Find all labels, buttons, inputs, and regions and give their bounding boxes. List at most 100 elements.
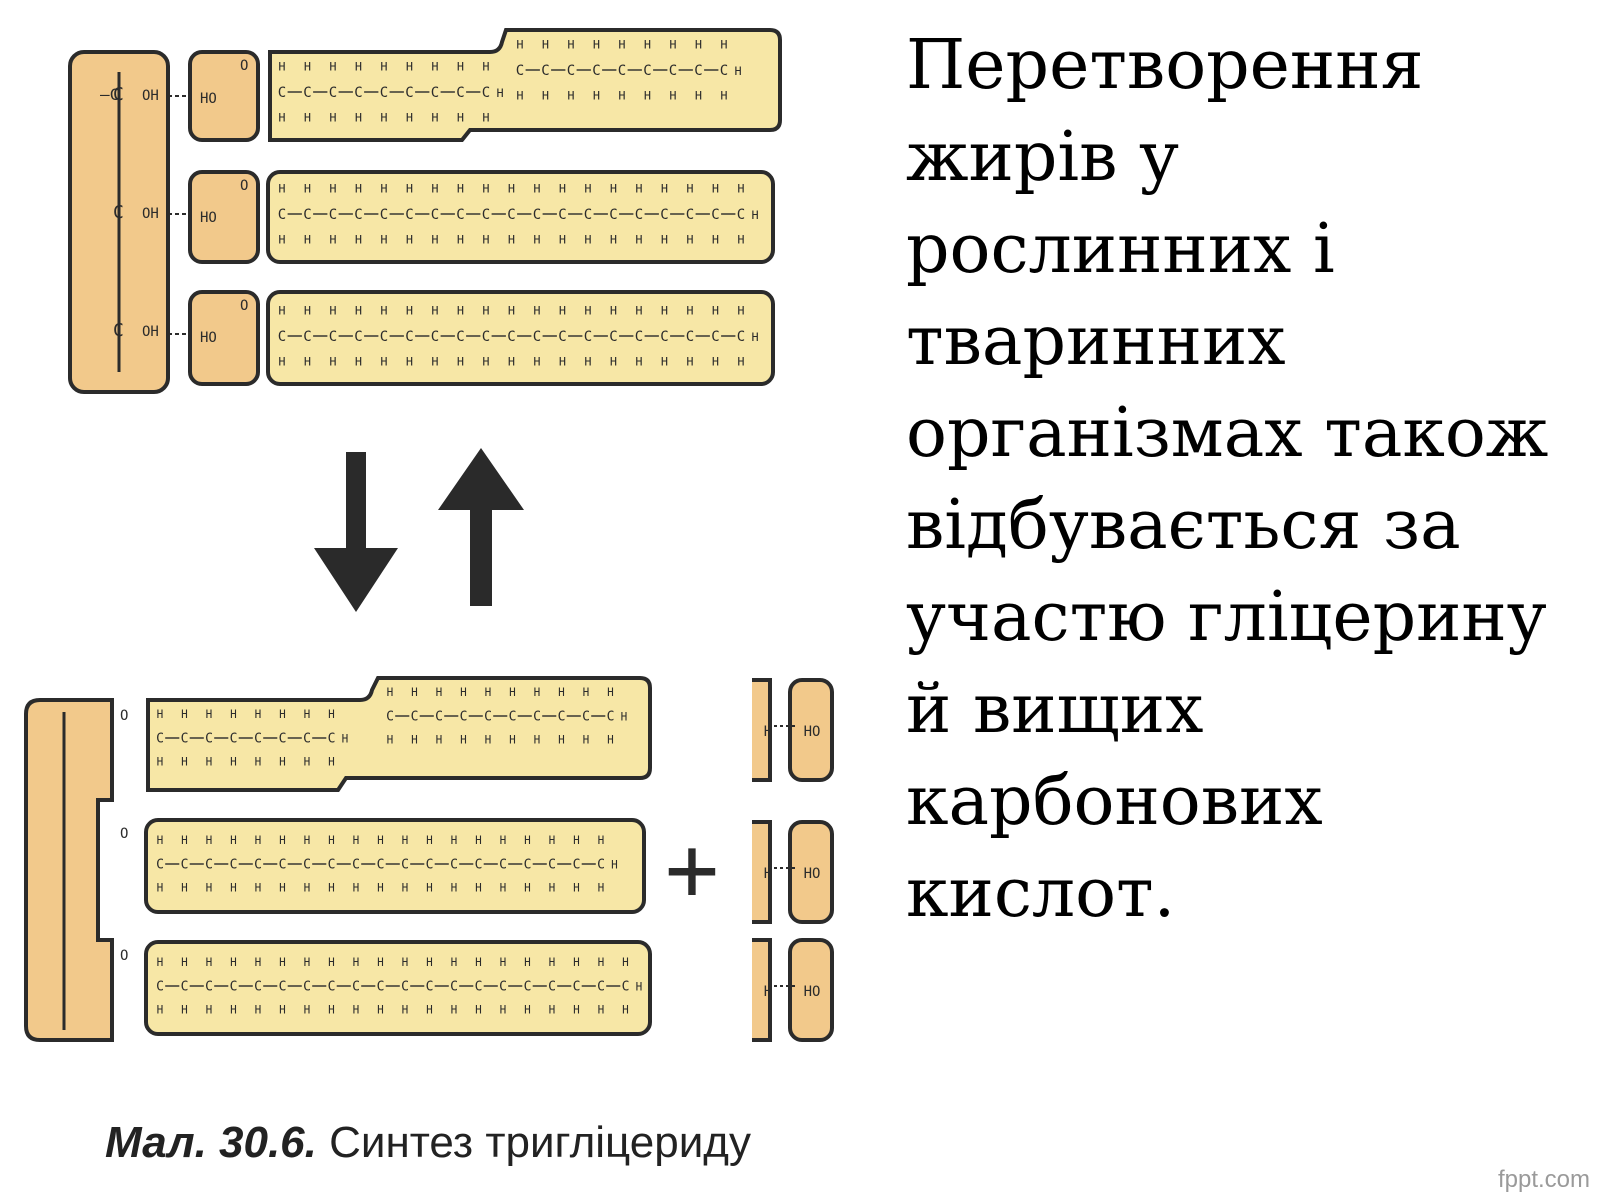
hydrogen-atom: H	[622, 956, 629, 969]
hydrogen-atom: H	[485, 686, 492, 699]
carboxyl-o-1: O	[240, 58, 248, 74]
hydrogen-atom: H	[598, 834, 605, 847]
hydrogen-atom: H	[618, 88, 625, 102]
hydrogen-atom: H	[328, 755, 335, 768]
hydrogen-atom: H	[431, 110, 438, 124]
carbon-atom: C	[254, 980, 262, 995]
hydrogen-atom: H	[508, 303, 515, 317]
hydrogen-atom: H	[387, 686, 394, 699]
carboxyl-o-3: O	[240, 298, 248, 314]
hydrogen-atom: H	[206, 881, 213, 894]
carbon-atom: C	[354, 85, 362, 101]
hydrogen-atom: H	[255, 834, 262, 847]
hydrogen-atom: H	[549, 1003, 556, 1016]
carbon-atom: C	[737, 329, 745, 345]
hydrogen-atom: H	[157, 881, 164, 894]
carbon-atom: C	[686, 207, 694, 223]
hydrogen-atom: H	[712, 232, 719, 246]
hydrogen-atom: H	[278, 181, 285, 195]
hydrogen-atom: H	[635, 181, 642, 195]
hydrogen-atom: H	[304, 1003, 311, 1016]
hydrogen-atom: H	[304, 881, 311, 894]
water-h-atom: H	[764, 724, 772, 740]
water-hydrogen-part	[752, 938, 772, 1042]
hydrogen-atom: H	[475, 1003, 482, 1016]
hydrogen-atom: H	[406, 232, 413, 246]
carbon-atom: C	[431, 85, 439, 101]
hydrogen-atom: H	[278, 59, 285, 73]
hydrogen-atom: H	[402, 956, 409, 969]
hydrogen-atom: H	[181, 1003, 188, 1016]
hydrogen-atom: H	[426, 1003, 433, 1016]
hydrogen-atom: H	[584, 303, 591, 317]
carboxyl-ho-3: HO	[200, 330, 217, 346]
triglyceride-synthesis-diagram: —C C C C OH OH OH HO O HO O HO O CHHCHHC…	[24, 28, 834, 1042]
hydrogen-atom: H	[436, 733, 443, 746]
hydrogen-atom: H	[377, 881, 384, 894]
hydrogen-atom: H	[534, 686, 541, 699]
hydrogen-atom: H	[500, 834, 507, 847]
water-hydroxyl-part	[788, 820, 834, 924]
hydrogen-atom: H	[304, 232, 311, 246]
hydrogen-atom: H	[206, 956, 213, 969]
carbon-atom: C	[426, 858, 434, 873]
carbon-atom: C	[279, 980, 287, 995]
hydrogen-atom: H	[567, 37, 574, 51]
hydrogen-atom: H	[380, 181, 387, 195]
hydrogen-atom: H	[279, 755, 286, 768]
text-line: рослинних і	[906, 210, 1335, 289]
hydrogen-atom: H	[610, 354, 617, 368]
hydrogen-atom: H	[712, 354, 719, 368]
figure-caption: Мал. 30.6. Синтез тригліцериду	[105, 1118, 751, 1168]
carbon-atom: C	[607, 710, 615, 725]
carbon-atom: C	[303, 85, 311, 101]
hydrogen-atom: H	[353, 881, 360, 894]
hydrogen-atom: H	[230, 956, 237, 969]
carbon-atom: C	[524, 858, 532, 873]
text-line: жирів у	[906, 118, 1180, 197]
hydrogen-atom: H	[255, 708, 262, 721]
water-ho-group: HO	[804, 984, 821, 1000]
hydrogen-atom: H	[279, 881, 286, 894]
hydrogen-atom: H	[482, 303, 489, 317]
hydrogen-atom: H	[598, 1003, 605, 1016]
hydrogen-atom: H	[355, 59, 362, 73]
carbon-atom: C	[205, 858, 213, 873]
carbon-atom: C	[643, 63, 651, 79]
text-line: організмах також	[906, 394, 1549, 473]
carbon-atom: C	[597, 858, 605, 873]
carbon-atom: C	[303, 329, 311, 345]
hydrogen-atom: H	[279, 834, 286, 847]
hydrogen-atom: H	[328, 956, 335, 969]
top-fatty-acid-1: HO O	[188, 28, 782, 142]
carbon-atom: C	[303, 980, 311, 995]
hydrogen-atom: H	[355, 110, 362, 124]
hydrogen-atom: H	[644, 88, 651, 102]
carbon-atom: C	[567, 63, 575, 79]
carbon-atom: C	[156, 858, 164, 873]
hydrogen-atom: H	[157, 956, 164, 969]
hydrogen-atom: H	[549, 834, 556, 847]
hydrogen-atom: H	[516, 88, 523, 102]
carbon-atom: C	[524, 980, 532, 995]
carbon-atom: C	[354, 329, 362, 345]
carbon-atom: C	[482, 207, 490, 223]
carbon-atom: C	[509, 710, 517, 725]
hydrogen-atom: H	[304, 755, 311, 768]
hydrogen-atom: H	[406, 110, 413, 124]
water-ho-group: HO	[804, 866, 821, 882]
carbon-atom: C	[303, 207, 311, 223]
hydrogen-atom: H	[482, 59, 489, 73]
text-line: тваринних	[906, 302, 1286, 381]
hydrogen-atom: H	[328, 708, 335, 721]
hydrogen-atom: H	[549, 956, 556, 969]
carbon-atom: C	[329, 85, 337, 101]
carbon-atom: C	[635, 207, 643, 223]
glycerol-carbon-top: C	[113, 84, 124, 105]
hydrogen-atom: H	[380, 110, 387, 124]
glycerol-oh-mid: OH	[142, 206, 159, 222]
ester-o-3: O	[120, 948, 128, 964]
carbon-atom: C	[482, 85, 490, 101]
text-line: й вищих	[906, 670, 1204, 749]
